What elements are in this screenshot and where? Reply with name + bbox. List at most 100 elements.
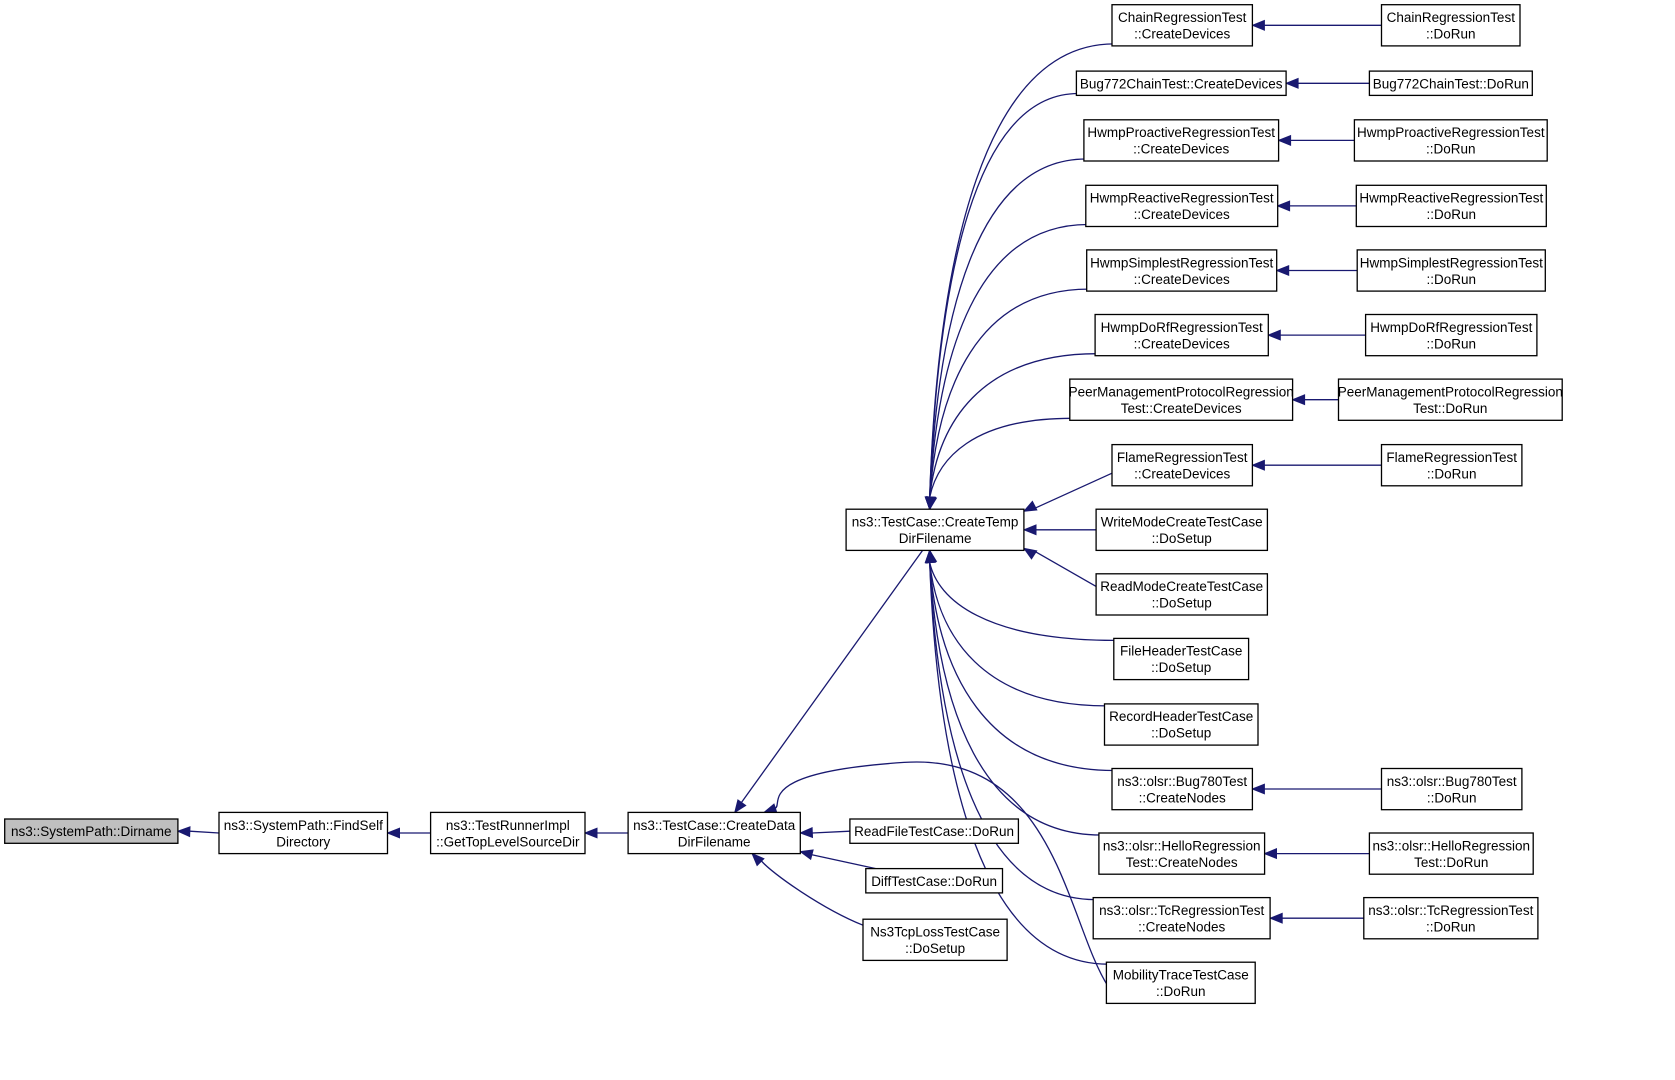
arrowhead: [924, 549, 936, 564]
node-box: [1368, 70, 1533, 97]
node-gettop[interactable]: ns3::TestRunnerImpl::GetTopLevelSourceDi…: [429, 811, 586, 855]
node-label-line: ::DoRun: [1427, 207, 1477, 222]
arrowhead: [798, 849, 814, 861]
node-flame-run[interactable]: FlameRegressionTest::DoRun: [1380, 443, 1523, 487]
edge-line: [811, 853, 876, 870]
edge-line: [929, 417, 1072, 498]
arrowhead: [1266, 329, 1281, 341]
edge-bug772-run-to-bug772-cd: [1284, 77, 1370, 89]
node-bug772-cd[interactable]: Bug772ChainTest::CreateDevices: [1075, 70, 1287, 97]
edge-createdata-to-gettop: [583, 827, 629, 839]
node-label-line: MobilityTraceTestCase: [1113, 968, 1249, 983]
node-box: [1105, 961, 1256, 1005]
node-difftest[interactable]: DiffTestCase::DoRun: [865, 867, 1004, 894]
node-box: [1092, 896, 1271, 940]
node-label-line: HwmpDoRfRegressionTest: [1370, 320, 1532, 335]
edge-gettop-to-findself: [386, 827, 431, 839]
edge-hwmpp-cd-to-createtemp: [924, 158, 1086, 511]
node-hwmpd-run[interactable]: HwmpDoRfRegressionTest::DoRun: [1364, 313, 1538, 357]
edge-fileheader-to-createtemp: [926, 549, 1116, 642]
node-label-line: ::CreateDevices: [1134, 272, 1230, 287]
node-box: [1083, 119, 1280, 162]
node-label-line: DirFilename: [678, 834, 751, 849]
edge-bug780-run-to-bug780-cn: [1251, 783, 1382, 795]
arrowhead: [1251, 19, 1265, 31]
node-readmode[interactable]: ReadModeCreateTestCase::DoSetup: [1095, 573, 1269, 616]
node-writemode[interactable]: WriteModeCreateTestCase::DoSetup: [1095, 508, 1269, 552]
edge-line: [760, 860, 864, 926]
node-readfile[interactable]: ReadFileTestCase::DoRun: [849, 818, 1020, 844]
node-label-line: Test::DoRun: [1413, 401, 1487, 416]
node-label-line: ::DoRun: [1427, 336, 1477, 351]
node-hwmps-run[interactable]: HwmpSimplestRegressionTest::DoRun: [1356, 249, 1546, 292]
node-label-line: Test::CreateDevices: [1121, 401, 1242, 416]
arrowhead: [1251, 783, 1265, 795]
edge-line: [929, 562, 1101, 836]
node-dirname[interactable]: ns3::SystemPath::Dirname: [4, 818, 179, 844]
node-label-line: Test::CreateNodes: [1126, 855, 1238, 870]
node-label-line: ns3::olsr::HelloRegression: [1373, 838, 1531, 853]
edge-line: [740, 550, 924, 804]
edge-chain-cd-to-createtemp: [924, 43, 1115, 511]
edge-findself-to-dirname: [176, 826, 220, 838]
node-box: [1113, 637, 1250, 681]
node-fileheader[interactable]: FileHeaderTestCase::DoSetup: [1113, 637, 1250, 681]
node-box: [1364, 313, 1538, 357]
node-hello-cn[interactable]: ns3::olsr::HelloRegressionTest::CreateNo…: [1098, 832, 1266, 875]
node-label-line: DiffTestCase::DoRun: [871, 874, 997, 889]
edge-readfile-to-createdata: [798, 827, 850, 839]
node-box: [1095, 508, 1269, 552]
edge-peer-run-to-peer-cd: [1291, 394, 1339, 406]
node-box: [1363, 896, 1539, 940]
node-hwmpd-cd[interactable]: HwmpDoRfRegressionTest::CreateDevices: [1094, 313, 1269, 357]
node-box: [1094, 313, 1269, 357]
node-label-line: Test::DoRun: [1414, 855, 1488, 870]
node-label-line: ::DoRun: [1427, 466, 1477, 481]
node-label-line: FileHeaderTestCase: [1120, 644, 1242, 659]
node-mobility[interactable]: MobilityTraceTestCase::DoRun: [1105, 961, 1256, 1005]
arrowhead: [1276, 200, 1291, 212]
node-bug780-run[interactable]: ns3::olsr::Bug780Test::DoRun: [1380, 767, 1523, 811]
node-hwmps-cd[interactable]: HwmpSimplestRegressionTest::CreateDevice…: [1086, 249, 1278, 292]
arrowhead: [751, 852, 765, 867]
node-bug780-cn[interactable]: ns3::olsr::Bug780Test::CreateNodes: [1111, 767, 1254, 811]
node-chain-run[interactable]: ChainRegressionTest::DoRun: [1380, 4, 1521, 47]
arrowhead: [734, 799, 747, 814]
node-ns3tcploss[interactable]: Ns3TcpLossTestCase::DoSetup: [862, 918, 1008, 962]
node-hwmpp-cd[interactable]: HwmpProactiveRegressionTest::CreateDevic…: [1083, 119, 1280, 162]
edge-difftest-to-createdata: [798, 849, 876, 870]
node-hwmpr-cd[interactable]: HwmpReactiveRegressionTest::CreateDevice…: [1085, 184, 1279, 228]
node-label-line: Bug772ChainTest::CreateDevices: [1080, 76, 1283, 91]
node-flame-cd[interactable]: FlameRegressionTest::CreateDevices: [1111, 443, 1254, 487]
node-recordheader[interactable]: RecordHeaderTestCase::DoSetup: [1103, 703, 1259, 746]
node-chain-cd[interactable]: ChainRegressionTest::CreateDevices: [1111, 4, 1254, 47]
node-tc-run[interactable]: ns3::olsr::TcRegressionTest::DoRun: [1363, 896, 1539, 940]
edge-hwmpr-run-to-hwmpr-cd: [1276, 200, 1357, 212]
node-label-line: ::CreateDevices: [1134, 336, 1230, 351]
edge-hello-run-to-hello-cn: [1263, 848, 1370, 860]
node-label-line: ::DoRun: [1156, 984, 1206, 999]
edge-writemode-to-createtemp: [1022, 524, 1097, 536]
node-hwmpp-run[interactable]: HwmpProactiveRegressionTest::DoRun: [1353, 119, 1548, 162]
node-box: [429, 811, 586, 855]
node-hwmpr-run[interactable]: HwmpReactiveRegressionTest::DoRun: [1355, 184, 1547, 228]
edge-hwmpp-run-to-hwmpp-cd: [1277, 134, 1355, 146]
node-label-line: ns3::TestRunnerImpl: [446, 818, 570, 833]
node-tc-cn[interactable]: ns3::olsr::TcRegressionTest::CreateNodes: [1092, 896, 1271, 940]
node-label-line: ::DoRun: [1426, 920, 1476, 935]
node-label-line: PeerManagementProtocolRegression: [1338, 384, 1563, 399]
node-peer-cd[interactable]: PeerManagementProtocolRegressionTest::Cr…: [1069, 378, 1294, 421]
node-box: [1069, 378, 1294, 421]
node-label-line: HwmpProactiveRegressionTest: [1087, 125, 1275, 140]
node-bug772-run[interactable]: Bug772ChainTest::DoRun: [1368, 70, 1533, 97]
node-label-line: ReadModeCreateTestCase: [1100, 579, 1263, 594]
edge-line: [189, 830, 220, 834]
edge-line: [929, 562, 1109, 965]
node-peer-run[interactable]: PeerManagementProtocolRegressionTest::Do…: [1338, 378, 1563, 421]
node-label-line: Directory: [276, 834, 330, 849]
edge-line: [1034, 550, 1097, 587]
